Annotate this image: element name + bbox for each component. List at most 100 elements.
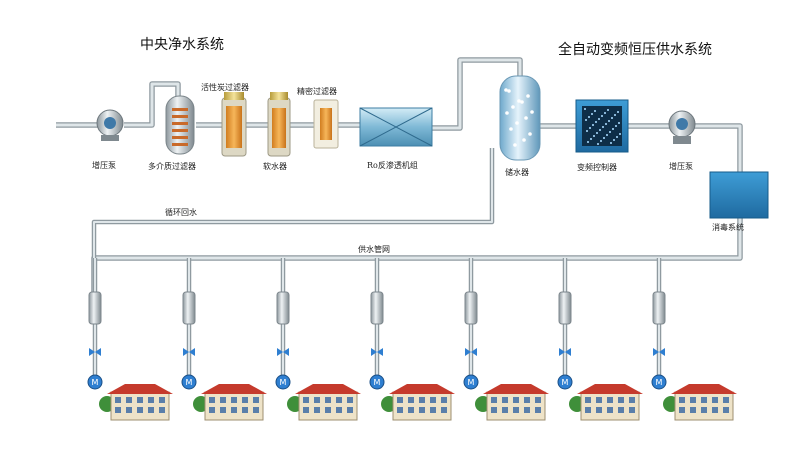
branch-7: M [651, 291, 737, 421]
vfd-pixel [587, 141, 589, 143]
building-roof [295, 384, 361, 394]
building-window [535, 397, 541, 403]
building-window [303, 407, 309, 413]
vfd-pixel [595, 121, 597, 123]
central-purification-title: 中央净水系统 [140, 37, 224, 53]
building-roof [483, 384, 549, 394]
building-window [336, 397, 342, 403]
pump-to-disinfection-pipe [692, 124, 742, 172]
filter-media-layer [172, 122, 188, 125]
pump-to-filter-pipe [124, 82, 180, 127]
vfd-pixel [601, 115, 603, 117]
vfd-pixel [600, 140, 602, 142]
vfd-controller [575, 99, 629, 153]
vfd-pixel [584, 108, 586, 110]
vfd-pixel [594, 110, 596, 112]
branch-valve [183, 348, 195, 356]
building-window [679, 397, 685, 403]
building-body [580, 391, 640, 421]
branch-filter [558, 291, 572, 325]
booster-pump-1-label: 增压泵 [92, 161, 116, 170]
building-window [712, 407, 718, 413]
building-window [347, 407, 353, 413]
building-roof [577, 384, 643, 394]
building-window [126, 407, 132, 413]
building-window [137, 397, 143, 403]
branch-filter [652, 291, 666, 325]
vfd-pixel [607, 109, 609, 111]
building-window [137, 407, 143, 413]
building-window [607, 407, 613, 413]
building-window [723, 407, 729, 413]
vfd-pixel [591, 113, 593, 115]
meter-letter: M [280, 378, 287, 387]
building-window [347, 397, 353, 403]
building-window [419, 407, 425, 413]
tank-bubble [522, 138, 526, 142]
filter-media-layer [172, 108, 188, 111]
vfd-pixel [609, 131, 611, 133]
building-window [585, 397, 591, 403]
meter-letter: M [92, 378, 99, 387]
tank-bubble [526, 94, 530, 98]
vfd-pixel [596, 132, 598, 134]
building-roof [389, 384, 455, 394]
precision-filter-label: 精密过滤器 [297, 87, 337, 96]
vfd-pixel [614, 114, 616, 116]
vfd-controller-label: 变频控制器 [577, 163, 617, 172]
equipment-group [96, 75, 769, 219]
pump-1-base [101, 135, 119, 141]
vfd-pixel [618, 122, 620, 124]
branch-meter [369, 374, 385, 390]
building-body [392, 391, 452, 421]
tank-bubble [507, 89, 511, 93]
building-window [441, 397, 447, 403]
building-window [220, 397, 226, 403]
ro-unit-label: Ro反渗透机组 [367, 161, 418, 170]
carbon-filter-cap [224, 92, 244, 100]
disinfection-system [709, 171, 769, 219]
building-body [674, 391, 734, 421]
building-window [397, 407, 403, 413]
vfd-pixel [610, 142, 612, 144]
branch-valve [277, 348, 289, 356]
branch-meter [87, 374, 103, 390]
vfd-pixel [589, 127, 591, 129]
tank-bubble [530, 110, 534, 114]
vfd-pixel [604, 112, 606, 114]
building-window [618, 407, 624, 413]
building-window [242, 407, 248, 413]
vfd-pixel [598, 118, 600, 120]
carbon-filter-core [226, 106, 242, 148]
meter-letter: M [468, 378, 475, 387]
meter-letter: M [186, 378, 193, 387]
tank-bubble [515, 121, 519, 125]
building-window [253, 407, 259, 413]
tank-bubble [517, 99, 521, 103]
building-window [535, 407, 541, 413]
carbon-filter [221, 92, 247, 157]
branch-2: M [181, 291, 267, 421]
building-window [712, 397, 718, 403]
branch-meter [463, 374, 479, 390]
pump-1-impeller [104, 117, 116, 129]
building-window [303, 397, 309, 403]
branch-filter [182, 291, 196, 325]
vfd-pixel [619, 133, 621, 135]
recirculation-label: 循环回水 [165, 208, 197, 217]
building-window [596, 407, 602, 413]
building-roof [201, 384, 267, 394]
precision-filter [313, 99, 339, 149]
multimedia-filter [165, 95, 195, 155]
ro-cross-lines [359, 107, 433, 147]
building-window [596, 397, 602, 403]
tank-bubble [520, 100, 524, 104]
supply-network-label: 供水管网 [358, 245, 390, 254]
building-window [607, 397, 613, 403]
booster-pump-1 [96, 109, 124, 141]
filter-media-layer [172, 115, 188, 118]
tank-bubble [528, 132, 532, 136]
precision-filter-cartridge [320, 108, 332, 140]
branch-3: M [275, 291, 361, 421]
